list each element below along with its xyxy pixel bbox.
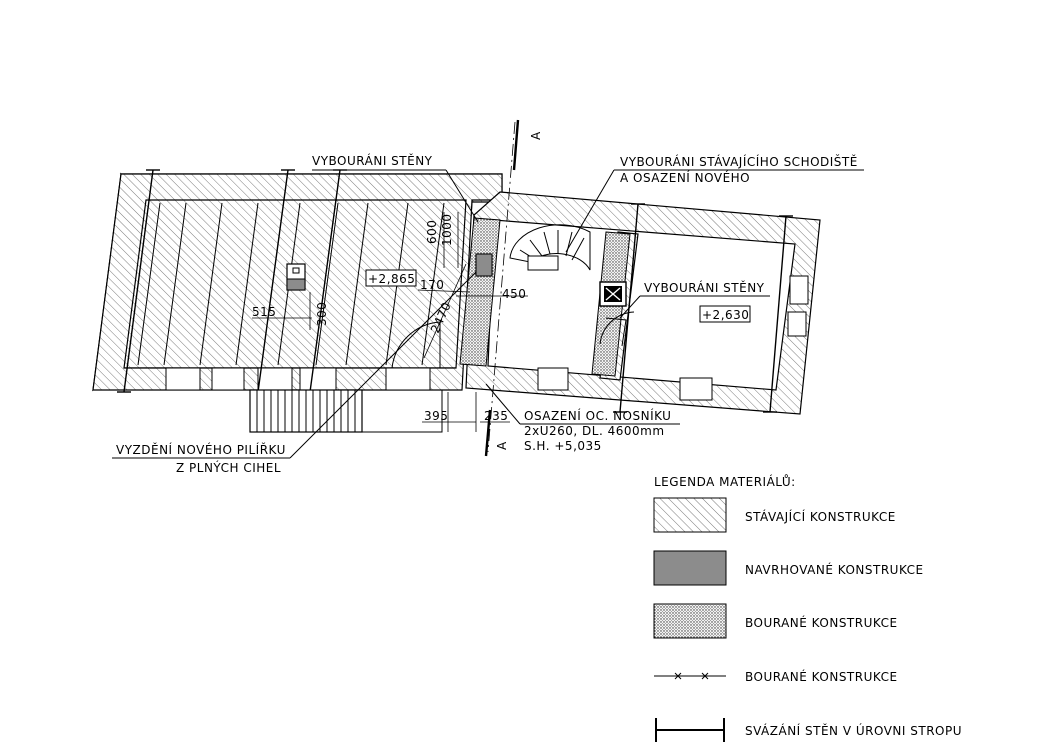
- note-demolish-wall-1: VYBOURÁNI STĚNY: [312, 153, 433, 168]
- door-swing-left: [391, 321, 441, 369]
- right-building-walls: [465, 191, 821, 415]
- note-beam-3: S.H. +5,035: [524, 439, 602, 453]
- legend-label-existing: STÁVAJÍCÍ KONSTRUKCE: [745, 509, 896, 524]
- level-marks: +2,865 +2,630: [365, 269, 751, 323]
- legend-swatch-proposed: [653, 550, 727, 586]
- section-line-a: A A: [484, 119, 543, 457]
- legend-label-proposed: NAVRHOVANÉ KONSTRUKCE: [745, 562, 924, 577]
- right-building: [459, 191, 821, 415]
- new-pillar: [475, 253, 493, 277]
- note-pillar-2: Z PLNÝCH CIHEL: [176, 460, 281, 475]
- section-mark-bottom: A: [495, 441, 509, 450]
- dim-300: 300: [315, 302, 329, 326]
- spiral-stair: [509, 224, 591, 271]
- left-building: [92, 169, 503, 393]
- annotations: VYBOURÁNI STĚNY VYBOURÁNI STÁVAJÍCÍHO SC…: [112, 153, 864, 475]
- note-stair-1: VYBOURÁNI STÁVAJÍCÍHO SCHODIŠTĚ: [620, 154, 858, 169]
- dim-1000: 1000: [440, 213, 454, 246]
- note-beam-2: 2xU260, DL. 4600mm: [524, 424, 665, 438]
- legend-title: LEGENDA MATERIÁLŮ:: [654, 474, 796, 489]
- dim-450: 450: [502, 287, 526, 301]
- dim-600: 600: [425, 220, 439, 244]
- legend: LEGENDA MATERIÁLŮ: STÁVAJÍCÍ KONSTRUKCE …: [653, 474, 962, 742]
- level-left: +2,865: [368, 272, 415, 286]
- dim-515: 515: [252, 305, 276, 319]
- note-pillar-1: VYZDĚNÍ NOVÉHO PILÍŘKU: [116, 442, 286, 457]
- legend-swatch-demolished-line: [654, 672, 726, 680]
- legend-label-demolished: BOURANÉ KONSTRUKCE: [745, 615, 898, 630]
- legend-swatch-tie: [655, 718, 725, 742]
- note-beam-1: OSAZENÍ OC. NOSNÍKU: [524, 408, 671, 423]
- left-building-outline: [92, 173, 503, 391]
- level-right: +2,630: [702, 308, 749, 322]
- dim-235: 235: [484, 409, 508, 423]
- flue-box: [599, 281, 627, 307]
- section-mark-top: A: [529, 131, 543, 140]
- dim-170: 170: [420, 278, 444, 292]
- legend-label-tie: SVÁZÁNÍ STĚN V ÚROVNI STROPU: [745, 723, 962, 738]
- chimney: [286, 263, 306, 291]
- legend-swatch-demolished: [653, 603, 727, 639]
- dim-395: 395: [424, 409, 448, 423]
- legend-swatch-existing: [653, 497, 727, 533]
- note-demolish-wall-2: VYBOURÁNI STĚNY: [644, 280, 765, 295]
- outdoor-stairs: [249, 389, 443, 433]
- right-openings: [537, 275, 809, 401]
- door-swing-right: [599, 311, 635, 345]
- legend-label-demolished-line: BOURANÉ KONSTRUKCE: [745, 669, 898, 684]
- left-bottom-openings: [165, 367, 431, 391]
- note-stair-2: A OSAZENÍ NOVÉHO: [620, 170, 750, 185]
